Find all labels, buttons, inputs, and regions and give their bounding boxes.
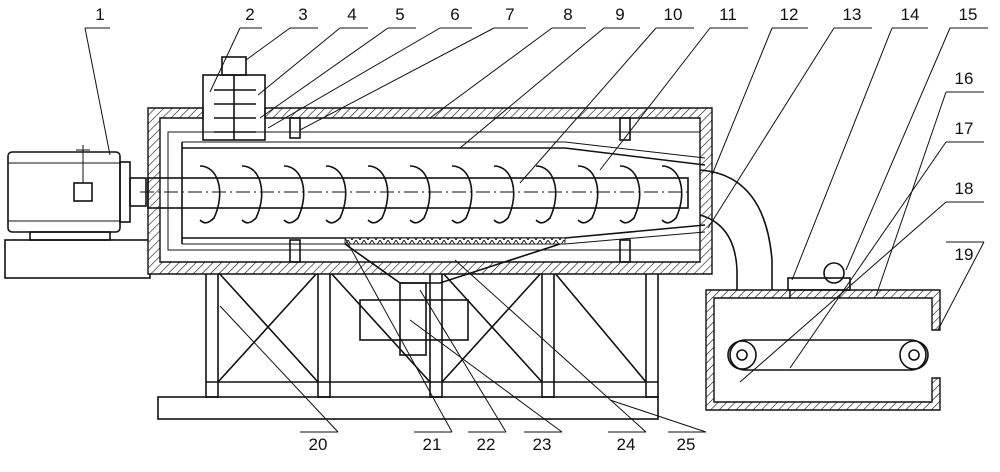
leader-line	[245, 27, 291, 61]
part-number-label: 8	[563, 5, 572, 24]
leader-line	[459, 27, 605, 149]
part-number-label: 22	[477, 435, 496, 454]
part-number-label: 9	[615, 5, 624, 24]
screw-flight	[409, 165, 431, 224]
part-number-label: 4	[347, 5, 356, 24]
part-number-label: 19	[955, 245, 974, 264]
screw-flight	[199, 165, 221, 224]
screw-flight	[535, 165, 557, 224]
leader-line	[707, 27, 835, 229]
part-number-label: 23	[533, 435, 552, 454]
screw-flight	[619, 165, 641, 224]
part-number-label: 20	[309, 435, 328, 454]
leader-line	[257, 27, 341, 96]
part-number-label: 6	[450, 5, 459, 24]
part-number-label: 11	[719, 5, 737, 24]
part-number-label: 12	[780, 5, 799, 24]
part-number-label: 15	[959, 5, 978, 24]
leader-line	[419, 289, 507, 433]
leader-line	[454, 259, 647, 433]
leader-line	[711, 27, 773, 176]
discharge-chute	[699, 169, 773, 295]
leader-line	[739, 201, 947, 383]
screw-flight	[493, 165, 515, 224]
part-number-label: 1	[95, 5, 104, 24]
screw-flight	[577, 165, 599, 224]
screw-flight	[451, 165, 473, 224]
part-number-label: 18	[955, 179, 974, 198]
screw-conveyor	[140, 141, 706, 245]
leader-line	[937, 241, 985, 331]
screw-flight	[283, 165, 305, 224]
collection-tank	[705, 262, 941, 411]
part-number-label: 16	[955, 69, 974, 88]
base-frame	[157, 271, 659, 420]
leader-line	[299, 27, 495, 131]
part-number-label: 25	[677, 435, 696, 454]
leader-line	[84, 27, 111, 156]
motor	[4, 145, 151, 279]
leader-line	[519, 27, 657, 184]
part-number-label: 7	[505, 5, 514, 24]
leader-line	[609, 399, 707, 433]
part-number-label: 24	[617, 435, 636, 454]
screw-flight	[241, 165, 263, 224]
leader-line	[344, 237, 453, 433]
part-number-label: 21	[423, 435, 442, 454]
leader-line	[599, 27, 711, 171]
screw-flight	[325, 165, 347, 224]
leader-line	[267, 27, 441, 129]
leader-line	[209, 27, 241, 93]
part-number-label: 17	[955, 119, 974, 138]
leader-line	[845, 27, 951, 271]
screw-flight	[661, 165, 683, 224]
part-number-label: 14	[901, 5, 920, 24]
leader-line	[219, 305, 339, 433]
leader-line	[409, 319, 563, 433]
part-number-label: 13	[843, 5, 862, 24]
screw-flight	[367, 165, 389, 224]
leader-line	[429, 27, 553, 119]
leader-line	[259, 27, 389, 119]
part-number-label: 10	[664, 5, 683, 24]
feed-hopper	[202, 56, 266, 141]
leader-line	[791, 27, 893, 281]
part-number-label: 3	[298, 5, 307, 24]
screen-funnel	[344, 237, 566, 356]
leader-line	[789, 141, 947, 369]
part-number-label: 2	[245, 5, 254, 24]
part-number-label: 5	[395, 5, 404, 24]
leader-line	[875, 91, 947, 297]
